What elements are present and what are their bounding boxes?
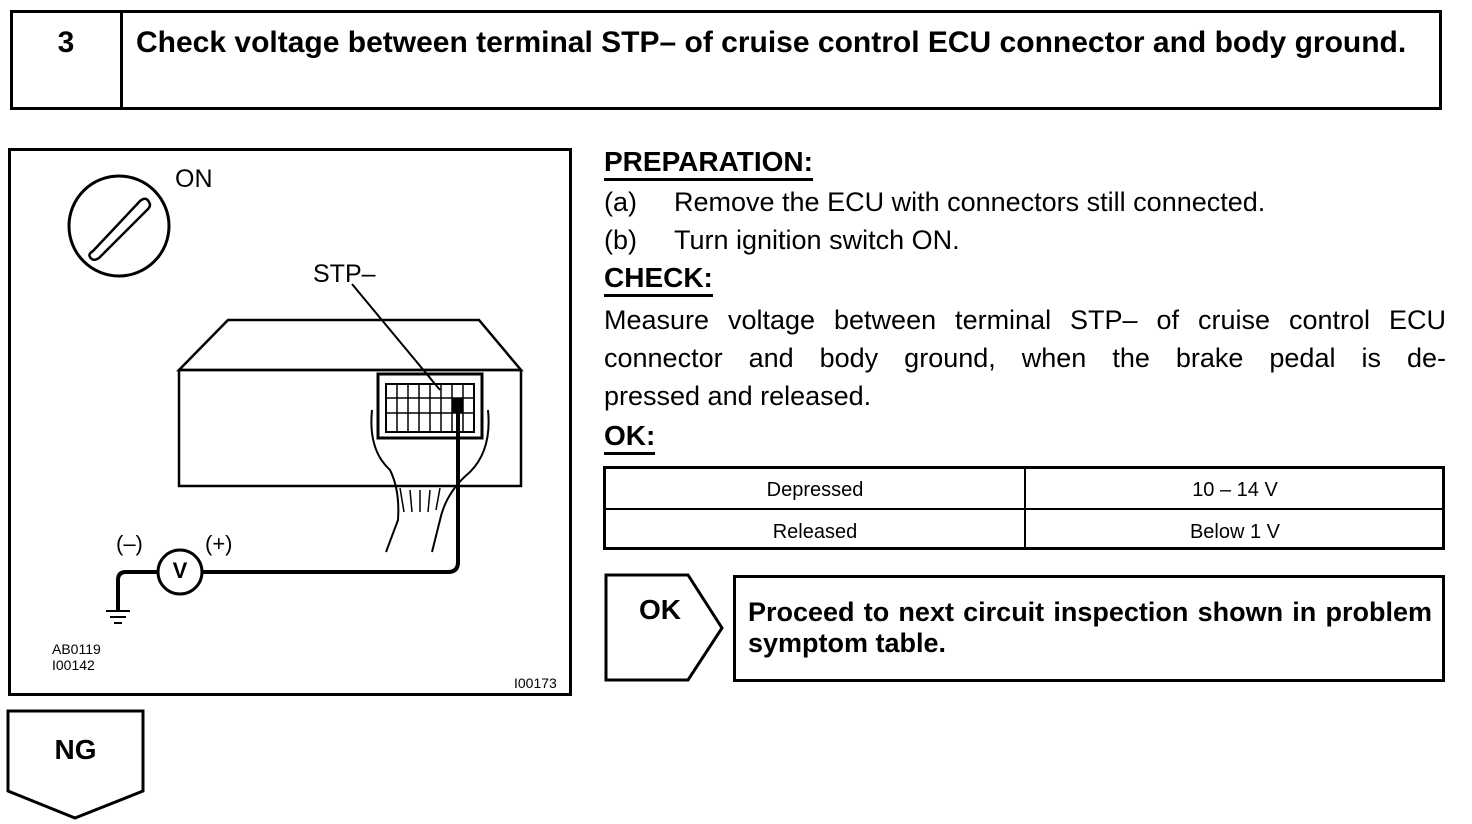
- voltmeter-icon: [156, 548, 204, 596]
- check-text: Measure voltage between terminal STP– of…: [604, 301, 1446, 415]
- item-letter: (a): [604, 187, 637, 217]
- check-line: pressed and released.: [604, 381, 872, 411]
- ng-result-label: NG: [54, 734, 97, 765]
- item-text: Remove the ECU with connectors still con…: [674, 187, 1266, 217]
- ok-result-text: Proceed to next circuit inspection shown…: [748, 597, 1432, 658]
- check-section: CHECK:: [604, 263, 713, 297]
- check-heading: CHECK:: [604, 263, 713, 297]
- step-header-divider: [120, 10, 123, 110]
- preparation-item: (b) Turn ignition switch ON.: [604, 221, 1444, 259]
- ignition-on-label: ON: [175, 165, 213, 193]
- ok-spec-table: Depressed 10 – 14 V Released Below 1 V: [603, 466, 1445, 550]
- ground-symbol-icon: [106, 610, 130, 624]
- ok-heading: OK:: [604, 421, 656, 455]
- terminal-stp-label: STP–: [313, 260, 376, 288]
- step-header-box: [10, 10, 1442, 110]
- ignition-key-icon: [67, 174, 171, 278]
- ok-section: OK:: [604, 421, 656, 455]
- negative-probe-label: (–): [116, 531, 143, 556]
- ng-arrow-shape: [6, 709, 145, 820]
- wiring-figure: [8, 148, 572, 696]
- table-cell-value: 10 – 14 V: [1192, 479, 1278, 501]
- preparation-section: PREPARATION:: [604, 147, 813, 181]
- preparation-heading: PREPARATION:: [604, 147, 813, 181]
- table-cell-value: Below 1 V: [1189, 521, 1281, 543]
- positive-probe-label: (+): [205, 531, 233, 556]
- table-divider: [606, 508, 1442, 510]
- ok-result-box: [733, 575, 1445, 682]
- item-letter: (b): [604, 225, 637, 255]
- check-line: connector and body ground, when the brak…: [604, 343, 1446, 373]
- figure-ref-code: AB0119: [52, 641, 101, 657]
- item-text: Turn ignition switch ON.: [674, 225, 960, 255]
- table-cell-condition: Depressed: [766, 479, 864, 501]
- figure-ref-code: I00142: [52, 657, 95, 673]
- ecu-connector-icon: [176, 318, 524, 553]
- ok-arrow-shape: [604, 573, 724, 682]
- ok-result-label: OK: [639, 594, 681, 625]
- figure-id: I00173: [514, 675, 557, 691]
- check-line: Measure voltage between terminal STP– of…: [604, 305, 1446, 335]
- step-number: 3: [57, 26, 75, 59]
- voltmeter-symbol: V: [172, 558, 188, 583]
- preparation-item: (a) Remove the ECU with connectors still …: [604, 183, 1444, 221]
- step-title: Check voltage between terminal STP– of c…: [136, 26, 1407, 59]
- table-cell-condition: Released: [772, 521, 858, 543]
